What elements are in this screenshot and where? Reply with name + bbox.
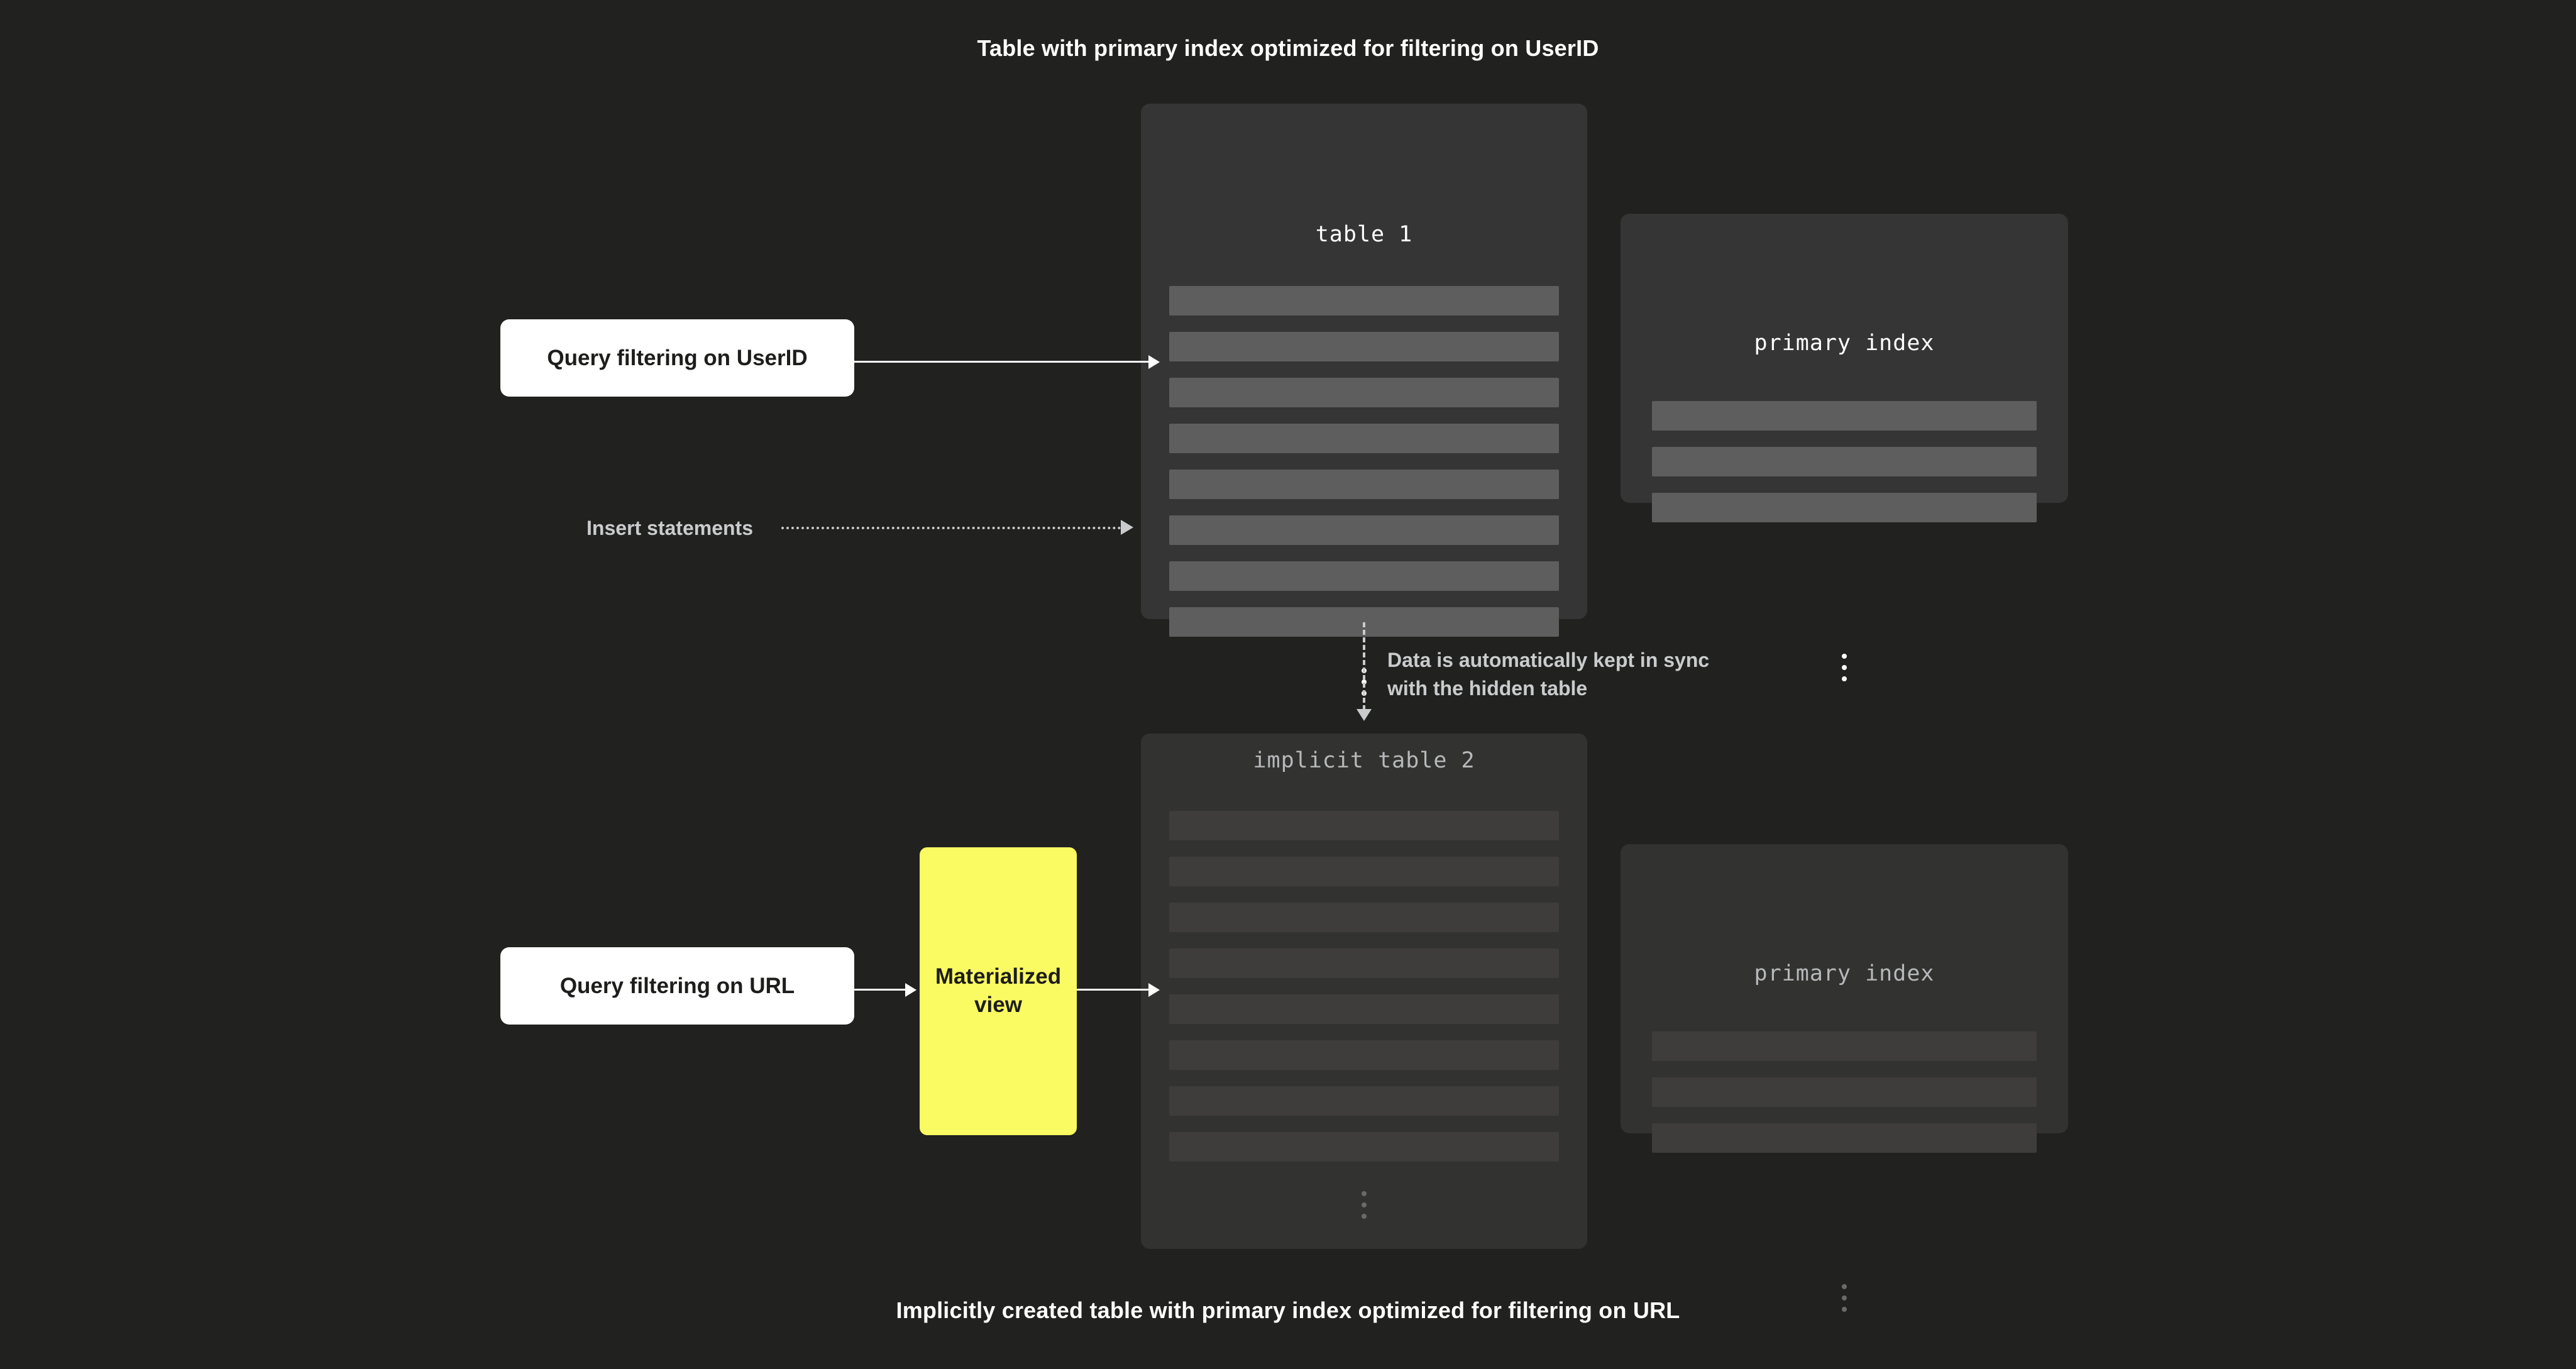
implicit-table-2-ellipsis-icon	[1141, 1191, 1587, 1225]
query-filtering-url-box[interactable]: Query filtering on URL	[500, 947, 854, 1025]
primary-index-rows-bottom	[1621, 1031, 2068, 1153]
table-row	[1169, 561, 1559, 591]
index-row	[1652, 1077, 2037, 1107]
table-row	[1169, 903, 1559, 932]
materialized-view-box[interactable]: Materialized view	[920, 847, 1077, 1135]
table-row	[1169, 948, 1559, 978]
arrow-query-url-to-materialized-view	[854, 989, 906, 991]
primary-index-title-top: primary index	[1754, 331, 1935, 356]
query-filtering-userid-box[interactable]: Query filtering on UserID	[500, 319, 854, 397]
table-row	[1169, 1086, 1559, 1116]
index-row	[1652, 1031, 2037, 1061]
caption-top: Table with primary index optimized for f…	[977, 35, 1599, 61]
implicit-table-2-card: implicit table 2	[1141, 734, 1587, 1249]
primary-index-ellipsis-icon-top	[1621, 654, 2068, 688]
index-row	[1652, 493, 2037, 522]
table-row	[1169, 1040, 1559, 1070]
index-row	[1652, 1123, 2037, 1153]
implicit-table-2-rows	[1141, 811, 1587, 1162]
table-row	[1169, 811, 1559, 840]
table-row	[1169, 286, 1559, 316]
table-row	[1169, 994, 1559, 1024]
arrow-materialized-view-to-table2	[1077, 989, 1150, 991]
index-row	[1652, 401, 2037, 431]
table-1-card: table 1	[1141, 104, 1587, 696]
table-row	[1169, 332, 1559, 361]
arrow-head-icon	[1121, 520, 1133, 535]
primary-index-card-bottom: primary index	[1621, 844, 2068, 1312]
table-row	[1169, 515, 1559, 545]
arrow-head-icon	[1148, 983, 1160, 997]
primary-index-rows-top	[1621, 401, 2068, 522]
insert-statements-label: Insert statements	[586, 517, 753, 539]
arrow-head-down-icon	[1357, 709, 1372, 721]
table-1-rows	[1141, 286, 1587, 637]
table-row	[1169, 378, 1559, 407]
sync-note-label: Data is automatically kept in sync with …	[1387, 649, 1710, 700]
arrow-head-icon	[905, 983, 916, 997]
primary-index-ellipsis-icon-bottom	[1621, 1284, 2068, 1318]
table-row	[1169, 857, 1559, 886]
arrow-query-userid-to-table1	[854, 361, 1150, 363]
table-row	[1169, 470, 1559, 499]
arrow-head-icon	[1148, 355, 1160, 369]
sync-dashed-line	[1363, 622, 1365, 710]
insert-statements-dotted-line	[781, 527, 1121, 529]
table-1-title: table 1	[1315, 222, 1413, 247]
table-row	[1169, 1132, 1559, 1162]
primary-index-title-bottom: primary index	[1754, 961, 1935, 986]
caption-bottom: Implicitly created table with primary in…	[896, 1297, 1680, 1323]
table-row	[1169, 424, 1559, 453]
index-row	[1652, 447, 2037, 476]
implicit-table-2-title: implicit table 2	[1253, 748, 1475, 773]
primary-index-card-top: primary index	[1621, 214, 2068, 681]
